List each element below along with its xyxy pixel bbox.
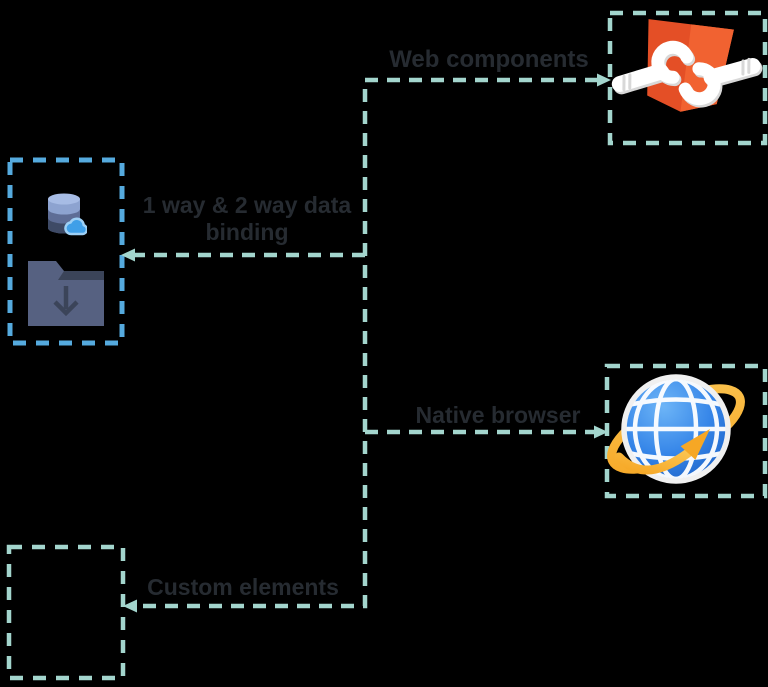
- arrowhead-web-components: [597, 73, 611, 87]
- globe-orbit-arrow-icon: [607, 374, 745, 484]
- html5-shield-wrenches-icon: [611, 19, 763, 112]
- database-cloud-icon: [48, 193, 87, 236]
- arrowhead-native-browser: [594, 425, 608, 439]
- custom-elements-box: [6, 544, 126, 681]
- arrowhead-data-binding: [121, 248, 135, 262]
- folder-download-icon: [28, 261, 104, 326]
- native-browser-label: Native browser: [415, 402, 581, 428]
- connector-spine: [136, 77, 598, 609]
- arrowhead-custom-elements: [123, 599, 137, 613]
- web-components-box: [607, 10, 768, 146]
- native-browser-box: [604, 363, 768, 499]
- data-binding-label: 1 way & 2 way data binding: [142, 192, 352, 245]
- custom-elements-label: Custom elements: [147, 574, 339, 600]
- web-components-label: Web components: [389, 46, 589, 73]
- data-binding-box: [7, 157, 125, 346]
